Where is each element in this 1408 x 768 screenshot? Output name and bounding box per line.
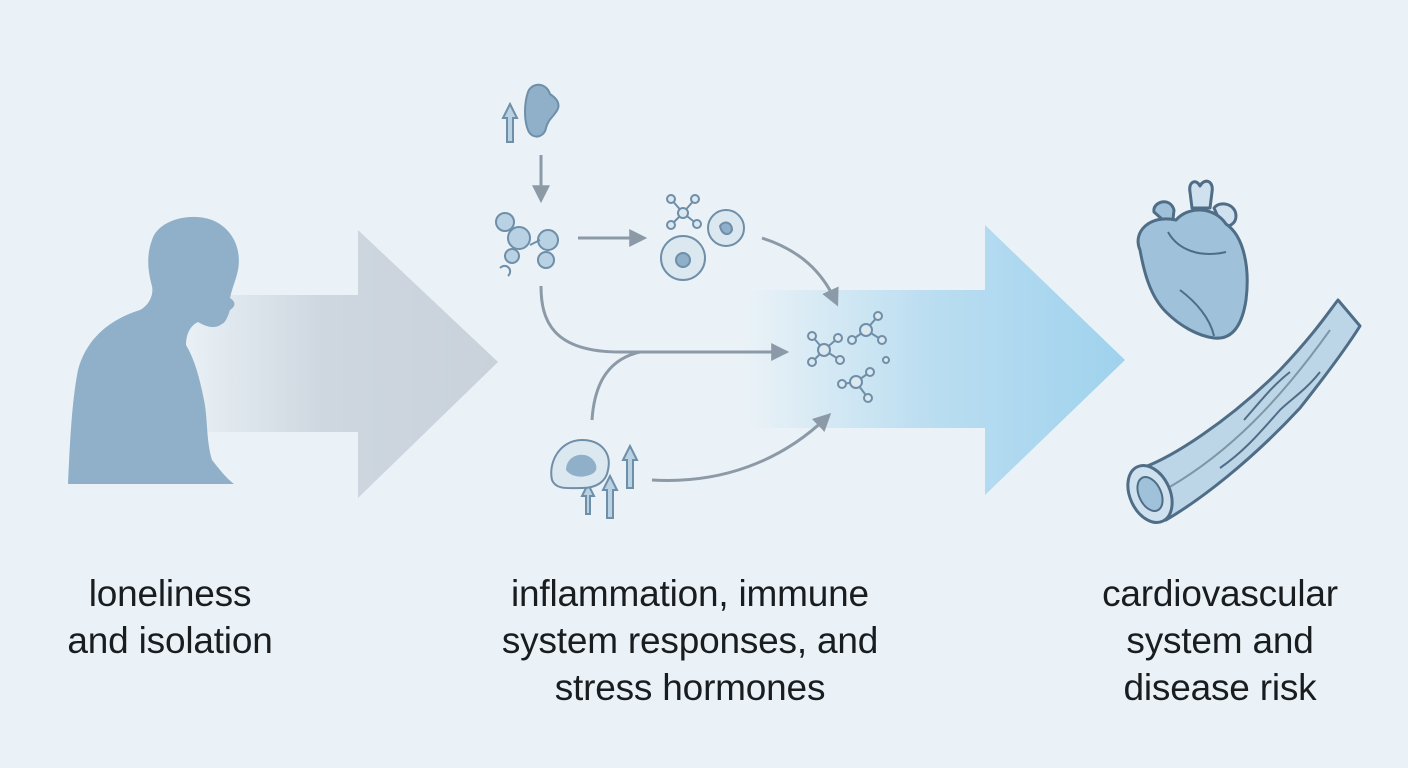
- pathway-arrow: [539, 285, 790, 361]
- pathway-arrow: [651, 413, 832, 482]
- molecule-icon: [807, 311, 890, 403]
- caption-line: and isolation: [67, 620, 273, 661]
- caption-cardiovascular: cardiovascular system and disease risk: [1060, 570, 1380, 711]
- heart-icon: [1136, 179, 1249, 340]
- cell-cluster-icon: [495, 212, 559, 277]
- person-silhouette-icon: [68, 216, 239, 484]
- large-arrow-left: [180, 230, 498, 498]
- molecule-icon: [666, 194, 702, 230]
- cell-icon: [660, 209, 745, 281]
- caption-inflammation: inflammation, immune system responses, a…: [460, 570, 920, 711]
- caption-line: system responses, and: [501, 620, 879, 661]
- up-arrow-icon: [501, 101, 639, 519]
- caption-line: disease risk: [1123, 667, 1317, 708]
- caption-loneliness: loneliness and isolation: [20, 570, 320, 664]
- blood-vessel-icon: [1126, 298, 1362, 524]
- pathway-arrow: [590, 350, 641, 421]
- caption-line: inflammation, immune: [511, 573, 869, 614]
- pathway-arrow: [761, 236, 839, 307]
- caption-line: loneliness: [88, 573, 252, 614]
- caption-line: system and: [1126, 620, 1314, 661]
- caption-line: stress hormones: [554, 667, 826, 708]
- caption-line: cardiovascular: [1102, 573, 1338, 614]
- cell-icon: [524, 83, 560, 138]
- organ-icon: [550, 438, 610, 490]
- large-arrow-right: [745, 225, 1125, 495]
